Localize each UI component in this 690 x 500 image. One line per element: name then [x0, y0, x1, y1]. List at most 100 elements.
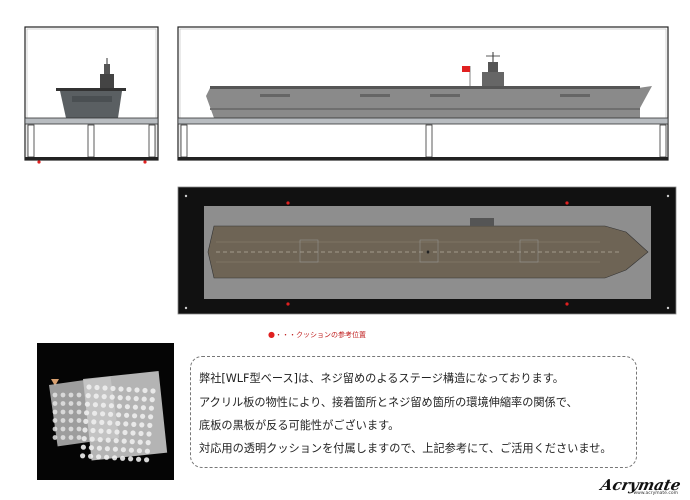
cushion-dot — [121, 438, 127, 444]
cushion-dot — [76, 418, 82, 423]
cushion-dot — [144, 448, 150, 454]
cushion-dot — [148, 405, 154, 411]
cushion-dot — [96, 445, 102, 451]
cushion-dot — [106, 428, 112, 435]
cushion-dot — [91, 419, 97, 425]
cushion-dot — [60, 409, 66, 415]
cushion-dot — [116, 412, 122, 418]
screw-hole — [184, 194, 188, 198]
screw-hole — [666, 306, 670, 310]
cushion-dot — [117, 395, 123, 401]
cushion-marker — [286, 302, 290, 306]
cushion-dot — [81, 436, 87, 442]
cushion-dot — [68, 401, 74, 406]
base-top-view — [177, 186, 677, 315]
cushion-dot — [101, 394, 107, 400]
cushion-dot — [102, 385, 108, 391]
cushion-dot — [138, 430, 144, 437]
cushion-dot — [80, 453, 86, 459]
cushion-photo — [37, 343, 174, 480]
case-front-view — [24, 26, 159, 164]
cushion-dot — [136, 456, 142, 462]
cushion-dot — [68, 435, 74, 440]
cushion-dot — [52, 392, 58, 398]
cushion-dot — [120, 447, 126, 453]
cushion-legend-text: ・・・クッションの参考位置 — [274, 331, 366, 339]
cushion-sheets-illustration — [49, 371, 168, 463]
cushion-dot — [146, 431, 152, 437]
note-line-4: 対応用の透明クッションを付属しますので、上記参考にて、ご活用くださいませ。 — [199, 442, 612, 455]
cushion-dot — [134, 387, 140, 393]
cushion-dot — [99, 419, 105, 425]
cushion-dot — [100, 402, 106, 408]
cushion-dot — [118, 386, 124, 392]
cushion-dot — [107, 420, 113, 426]
case-side-view — [177, 26, 669, 161]
cushion-dot — [116, 403, 122, 409]
flight-deck — [207, 218, 649, 279]
cushion-dot — [68, 409, 74, 415]
cushion-marker — [565, 302, 569, 306]
cushion-dot — [124, 412, 130, 418]
cushion-dot — [105, 437, 111, 443]
cushion-dot — [141, 396, 147, 402]
cushion-dot — [100, 411, 106, 417]
cushion-dot — [92, 410, 98, 416]
cushion-dot — [120, 455, 126, 461]
cushion-dot — [112, 446, 118, 452]
cushion-dot — [60, 426, 66, 432]
cushion-dot — [93, 393, 99, 399]
cushion-dot — [128, 447, 134, 453]
cushion-dot — [90, 427, 96, 434]
cushion-dot — [137, 439, 143, 445]
cushion-dot — [125, 395, 131, 401]
cushion-legend: ●・・・クッションの参考位置 — [268, 330, 366, 340]
cushion-dot — [68, 426, 74, 432]
cushion-dot — [130, 430, 136, 436]
cushion-dot — [114, 429, 120, 435]
cushion-dot — [109, 394, 115, 400]
cushion-dot — [98, 428, 104, 434]
cushion-dot — [76, 426, 82, 432]
cushion-dot — [150, 388, 156, 394]
cushion-dot — [110, 385, 116, 392]
cushion-dot — [92, 402, 98, 408]
cushion-dot — [68, 392, 74, 398]
screw-hole — [184, 306, 188, 310]
note-box — [190, 356, 637, 468]
cushion-dot — [97, 437, 103, 443]
cushion-marker — [286, 201, 290, 205]
cushion-dot — [68, 418, 74, 423]
cushion-dot — [84, 401, 90, 407]
cushion-dot — [60, 392, 66, 398]
cushion-dot — [96, 454, 102, 460]
cushion-dot — [133, 396, 139, 402]
flag — [462, 66, 470, 72]
brand-url: www.acrymate.com — [633, 491, 678, 496]
cushion-dot — [126, 386, 132, 393]
note-line-2: アクリル板の物性により、接着箇所とネジ留め箇所の環境伸縮率の関係で、 — [199, 396, 578, 409]
cushion-dot — [80, 444, 86, 450]
cushion-dot — [122, 429, 128, 436]
cushion-dot — [52, 435, 58, 440]
cushion-dot — [142, 387, 148, 394]
cushion-marker — [143, 160, 147, 164]
cushion-dot — [132, 404, 138, 410]
cushion-dot — [112, 455, 118, 461]
cushion-dot — [149, 397, 155, 403]
cushion-dot — [52, 418, 58, 423]
cushion-dot — [88, 453, 94, 459]
cushion-dot — [140, 413, 146, 419]
cushion-dot — [52, 426, 58, 432]
cushion-dot — [131, 421, 137, 427]
cushion-dot — [113, 438, 119, 444]
cushion-dot — [145, 440, 151, 446]
cushion-dot — [85, 393, 91, 399]
cushion-dot — [76, 392, 82, 398]
ship-front-silhouette — [56, 58, 126, 118]
cushion-dot — [60, 435, 66, 440]
cushion-dot — [84, 410, 90, 416]
screw-hole — [666, 194, 670, 198]
cushion-dot — [136, 448, 142, 454]
